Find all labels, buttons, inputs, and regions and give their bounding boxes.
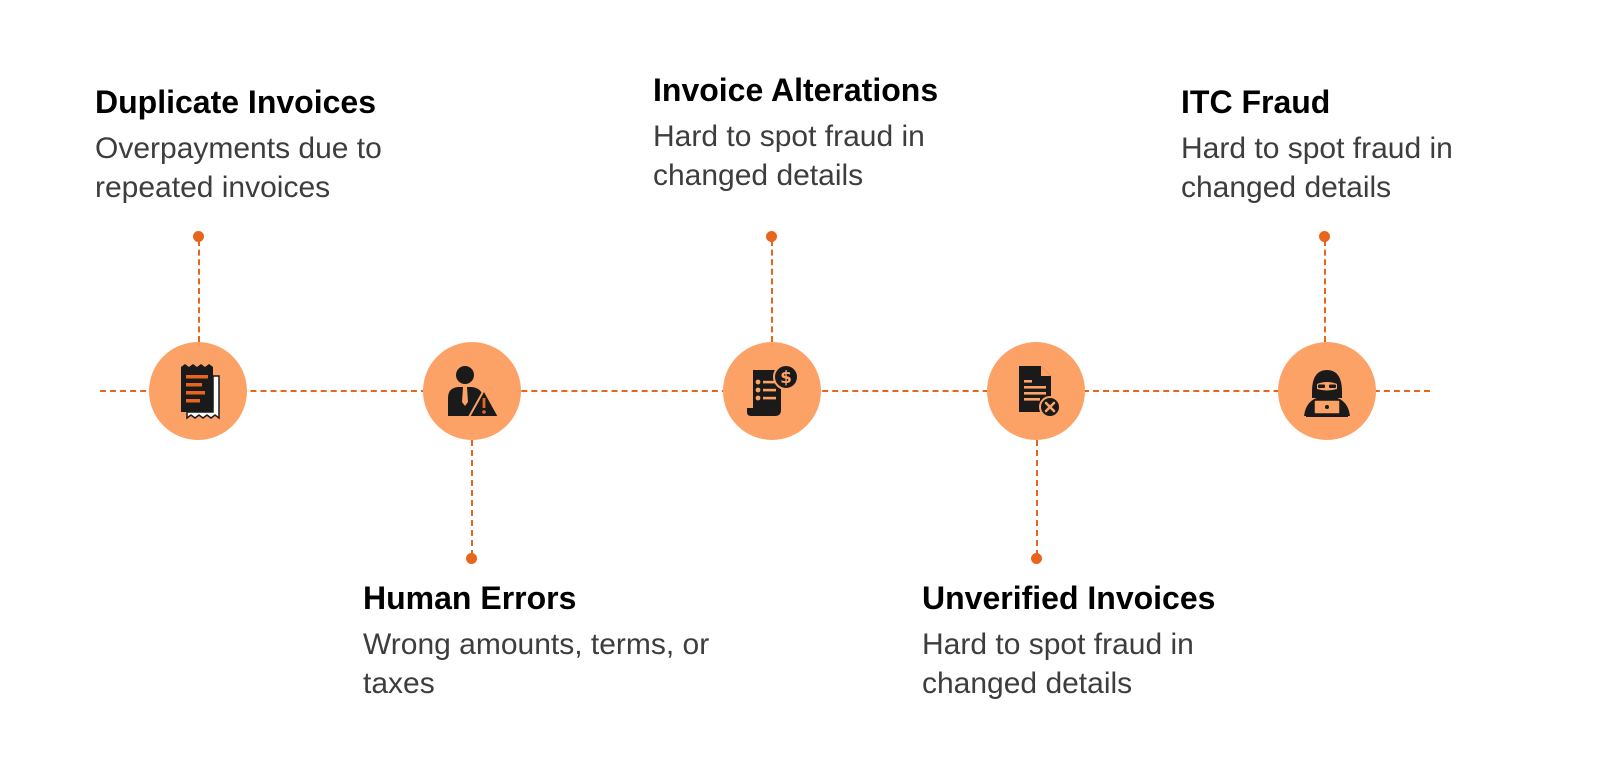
connector-dot-3 xyxy=(766,231,777,242)
connector-line-2 xyxy=(471,440,473,556)
connector-dot-1 xyxy=(193,231,204,242)
document-rejected-icon xyxy=(1019,366,1061,418)
item-description: Wrong amounts, terms, or taxes xyxy=(363,628,710,700)
label-itc-fraud: ITC Fraud Hard to spot fraud in changed … xyxy=(1181,83,1561,207)
connector-line-5 xyxy=(1324,240,1326,342)
connector-line-3 xyxy=(771,240,773,342)
node-invoice-alterations: $ xyxy=(723,342,821,440)
label-duplicate-invoices: Duplicate Invoices Overpayments due to r… xyxy=(95,83,475,207)
connector-dot-4 xyxy=(1031,553,1042,564)
connector-line-4 xyxy=(1036,440,1038,556)
item-title: Human Errors xyxy=(363,580,577,616)
label-unverified-invoices: Unverified Invoices Hard to spot fraud i… xyxy=(922,579,1302,703)
item-description: Hard to spot fraud in changed details xyxy=(653,120,925,192)
connector-line-1 xyxy=(198,240,200,342)
connector-dot-2 xyxy=(466,553,477,564)
item-description: Hard to spot fraud in changed details xyxy=(922,628,1194,700)
person-warning-icon xyxy=(448,366,501,418)
item-title: Invoice Alterations xyxy=(653,72,939,108)
node-unverified-invoices xyxy=(987,342,1085,440)
item-description: Hard to spot fraud in changed details xyxy=(1181,132,1453,204)
item-description: Overpayments due to repeated invoices xyxy=(95,132,382,204)
node-itc-fraud xyxy=(1278,342,1376,440)
node-duplicate-invoices xyxy=(149,342,247,440)
svg-text:$: $ xyxy=(780,368,792,388)
connector-dot-5 xyxy=(1319,231,1330,242)
label-invoice-alterations: Invoice Alterations Hard to spot fraud i… xyxy=(653,71,1033,195)
item-title: Duplicate Invoices xyxy=(95,84,376,120)
node-human-errors xyxy=(423,342,521,440)
receipt-icon xyxy=(181,364,220,420)
label-human-errors: Human Errors Wrong amounts, terms, or ta… xyxy=(363,579,743,703)
item-title: ITC Fraud xyxy=(1181,84,1331,120)
item-title: Unverified Invoices xyxy=(922,580,1216,616)
hacker-icon xyxy=(1304,370,1350,417)
invoice-dollar-icon: $ xyxy=(747,364,799,416)
